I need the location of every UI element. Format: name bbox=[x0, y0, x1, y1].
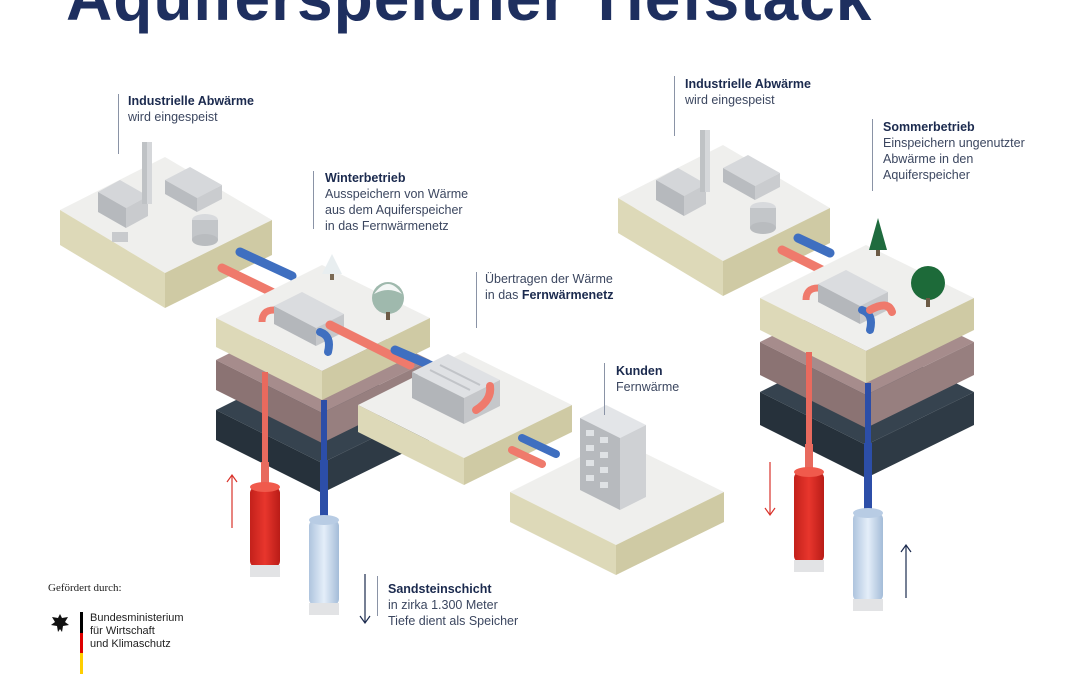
label-industry-right: Industrielle Abwärme wird eingespeist bbox=[685, 76, 811, 108]
summer-wells bbox=[764, 443, 912, 611]
winter-wells bbox=[226, 460, 371, 625]
label-heading: Kunden bbox=[616, 364, 663, 378]
label-text: Fernwärme bbox=[616, 380, 680, 394]
leader-line bbox=[118, 94, 119, 154]
label-transfer: Übertragen der Wärme in das Fernwärmenet… bbox=[485, 271, 614, 303]
label-sandstone: Sandsteinschicht in zirka 1.300 Meter Ti… bbox=[388, 581, 518, 629]
label-heading: Winterbetrieb bbox=[325, 171, 406, 185]
leader-line bbox=[674, 76, 675, 136]
label-text: wird eingespeist bbox=[128, 110, 218, 124]
leader-line bbox=[604, 363, 605, 415]
label-text: Übertragen der Wärme bbox=[485, 272, 613, 286]
label-text: Tiefe dient als Speicher bbox=[388, 614, 519, 628]
label-text: in das bbox=[485, 288, 522, 302]
leader-line bbox=[872, 119, 873, 191]
label-text: Ausspeichern von Wärme bbox=[325, 187, 469, 201]
label-heading: Sommerbetrieb bbox=[883, 120, 975, 134]
label-summer: Sommerbetrieb Einspeichern ungenutzter A… bbox=[883, 119, 1025, 183]
industry-platform-right bbox=[618, 130, 830, 296]
label-heading: Industrielle Abwärme bbox=[685, 77, 811, 91]
label-text: Aquiferspeicher bbox=[883, 168, 970, 182]
label-text: wird eingespeist bbox=[685, 93, 775, 107]
leader-line bbox=[313, 171, 314, 229]
label-customers: Kunden Fernwärme bbox=[616, 363, 679, 395]
leader-line bbox=[377, 576, 378, 616]
label-winter: Winterbetrieb Ausspeichern von Wärme aus… bbox=[325, 170, 468, 234]
label-bold-text: Fernwärmenetz bbox=[521, 288, 614, 302]
winter-stack bbox=[216, 254, 430, 493]
ministry-line: für Wirtschaft bbox=[90, 625, 155, 637]
federal-eagle-icon bbox=[51, 614, 69, 632]
summer-stack bbox=[760, 218, 974, 478]
label-text: Einspeichern ungenutzter bbox=[883, 136, 1025, 150]
label-industry-left: Industrielle Abwärme wird eingespeist bbox=[128, 93, 254, 125]
ministry-line: und Klimaschutz bbox=[90, 638, 171, 650]
industry-platform-left bbox=[60, 142, 272, 308]
funding-label: Gefördert durch: bbox=[48, 582, 122, 594]
label-text: Abwärme in den bbox=[883, 152, 974, 166]
ministry-name: Bundesministerium für Wirtschaft und Kli… bbox=[90, 612, 184, 651]
label-heading: Sandsteinschicht bbox=[388, 582, 492, 596]
ministry-line: Bundesministerium bbox=[90, 612, 184, 624]
german-flag-bar bbox=[80, 612, 83, 674]
leader-line bbox=[476, 272, 477, 328]
transfer-platform bbox=[358, 352, 572, 485]
page-title: Aquiferspeicher Tiefstack bbox=[66, 0, 872, 30]
customer-platform bbox=[510, 405, 724, 575]
label-text: aus dem Aquiferspeicher bbox=[325, 203, 463, 217]
label-text: in zirka 1.300 Meter bbox=[388, 598, 498, 612]
label-text: in das Fernwärmenetz bbox=[325, 219, 449, 233]
label-heading: Industrielle Abwärme bbox=[128, 94, 254, 108]
